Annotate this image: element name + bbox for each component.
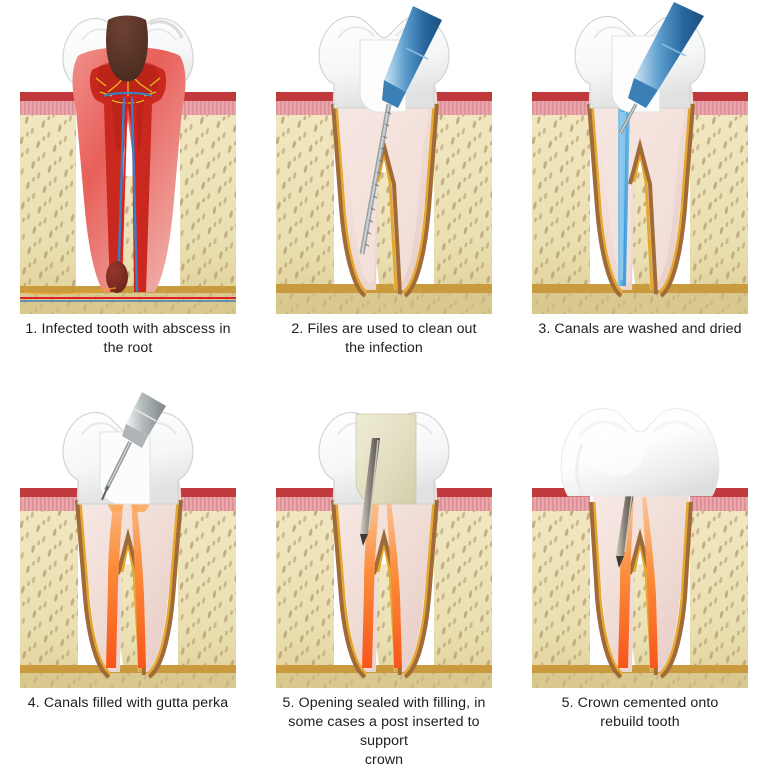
step-panel-1: 1. Infected tooth with abscess in the ro… [0,0,256,384]
bone-base-band [532,665,748,688]
gutta-percha-right-canal [130,480,146,668]
endodontic-file [359,6,442,255]
step-1-caption-line-2: the root [103,339,153,356]
gutta-percha-left-canal [106,480,126,668]
step-1-caption-line-1: 1. Infected tooth with abscess in [25,321,231,337]
inflamed-dentin [72,47,186,292]
step-4-illustration [0,384,256,690]
step-5-caption: 5. Opening sealed with filling, in some … [265,694,503,768]
core-filling [355,413,417,505]
step-panel-5: 5. Opening sealed with filling, in some … [256,384,512,768]
file-shaft [359,103,392,255]
step-6-caption-line-2: rebuild tooth [600,713,680,730]
step-panel-2: 2. Files are used to clean out the infec… [256,0,512,384]
tooth-dentin-roots [591,494,691,672]
step-6-illustration [512,384,768,690]
tooth-dentin-roots [332,476,438,672]
gingiva-right [178,488,236,511]
alveolar-bone-right [180,100,236,292]
alveolar-bone-right [178,496,236,674]
tooth-dentin-roots [76,476,182,672]
alveolar-bone-right [434,100,492,292]
caries-cavity [106,15,148,82]
alveolar-bone-right [690,100,748,292]
gingiva-left [532,488,590,511]
ceramic-crown [560,408,720,497]
step-panel-6: 5. Crown cemented onto rebuild tooth [512,384,768,768]
alveolar-bone-left [276,496,334,674]
step-6-caption-line-1: 5. Crown cemented onto [561,695,719,711]
step-2-caption: 2. Files are used to clean out the infec… [265,320,503,358]
gingiva-right [434,488,492,511]
gingiva-right [180,92,236,115]
alveolar-bone-left [20,100,76,292]
gingiva-left [20,488,78,511]
gingiva-right [690,92,748,115]
gingiva-right [434,92,492,115]
alveolar-bone-right [434,496,492,674]
step-panel-4: 4. Canals filled with gutta perka [0,384,256,768]
gingiva-left [276,92,334,115]
step-3-illustration [512,0,768,318]
irrigant-filled-canal [618,108,630,286]
alveolar-bone-left [532,100,590,292]
lamina-dura [587,103,695,298]
step-1-caption: 1. Infected tooth with abscess in the ro… [9,320,247,358]
canal-vessels [103,91,153,293]
periodontal-ligament [590,103,692,294]
tooth-dentin-roots [332,80,438,290]
bone-base-band [532,284,748,314]
step-2-illustration [256,0,512,318]
plugger-handle [122,392,166,448]
alveolar-bone-right [690,496,748,674]
bone-base-band [20,286,236,314]
alveolar-bone-left [276,100,334,292]
access-cavity [99,431,151,505]
gutta-percha-right-canal [386,494,402,668]
step-1-illustration [0,0,256,318]
step-5-caption-line-1: 5. Opening sealed with filling, in [282,695,486,711]
gingiva-left [532,92,590,115]
apical-vessels [20,287,236,302]
gutta-percha-right-canal [642,496,658,668]
step-panel-3: 3. Canals are washed and dried [512,0,768,384]
periapical-abscess [106,261,128,293]
step-5-illustration [256,384,512,690]
step-2-caption-line-1: 2. Files are used to clean out [291,321,477,337]
step-4-caption-line-1: 4. Canals filled with gutta perka [27,695,229,711]
plugger-instrument [101,392,166,501]
step-5-caption-line-3: crown [364,751,404,768]
step-2-caption-line-2: the infection [345,339,423,356]
step-3-caption-line-1: 3. Canals are washed and dried [538,321,742,337]
syringe-needle [618,103,638,135]
bone-base-band [20,665,236,688]
bone-base-band [276,665,492,688]
metal-post [360,438,380,546]
pulp-chamber [89,60,167,292]
gingiva-right [690,488,748,511]
bone-base-band [276,284,492,314]
step-3-caption: 3. Canals are washed and dried [521,320,759,339]
step-5-caption-line-2: some cases a post inserted to support [288,713,480,749]
metal-post [616,492,634,568]
irrigation-syringe [618,2,704,135]
alveolar-bone-left [20,496,78,674]
gingiva-left [20,92,76,115]
syringe-handle [628,2,704,108]
alveolar-bone-left [532,496,590,674]
gingiva-left [276,488,334,511]
step-6-caption: 5. Crown cemented onto rebuild tooth [521,694,759,732]
step-4-caption: 4. Canals filled with gutta perka [9,694,247,713]
file-handle [382,6,442,108]
plugger-tip [101,441,132,501]
